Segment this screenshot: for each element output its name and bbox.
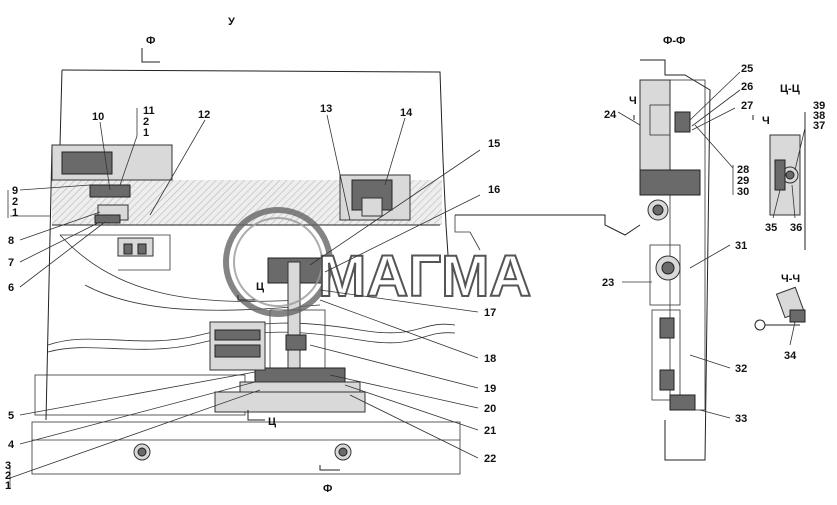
section-tsts (769, 112, 806, 250)
view-label-u: У (228, 16, 235, 28)
part-18: 18 (484, 353, 496, 365)
part-21: 21 (484, 425, 496, 437)
part-5: 5 (8, 410, 14, 422)
cut-mark-ch-left: Ч (629, 95, 637, 107)
part-10: 10 (92, 111, 104, 123)
main-view: МАГМА (31, 69, 532, 475)
part-7: 7 (8, 257, 14, 269)
part-14: 14 (400, 107, 413, 119)
part-22: 22 (484, 453, 496, 465)
labels: У Ф-Ф Ц-Ц Ч-Ч Ф Ф Ц Ц Ч Ч 9 2 1 11 2 1 3… (5, 16, 825, 495)
stack-right-39: 39 (813, 100, 825, 112)
stack-top-11: 11 (143, 105, 155, 117)
stack-bottom-3: 3 (5, 460, 11, 472)
section-chch (754, 286, 806, 331)
part-6: 6 (8, 282, 14, 294)
part-36: 36 (790, 222, 802, 234)
stack-left-2: 2 (12, 196, 18, 208)
part-27: 27 (741, 100, 753, 112)
watermark-text: МАГМА (318, 244, 531, 309)
part-13: 13 (320, 103, 332, 115)
part-26: 26 (741, 81, 753, 93)
cut-mark-ts-mid: Ц (256, 281, 264, 293)
part-4: 4 (8, 439, 15, 451)
stack-bottom-2: 2 (5, 470, 11, 482)
section-label-chch: Ч-Ч (781, 273, 800, 285)
stack-right-37: 37 (813, 120, 825, 132)
stack-right-30: 30 (737, 186, 749, 198)
part-17: 17 (484, 307, 496, 319)
stack-left-9: 9 (12, 185, 18, 197)
part-31: 31 (735, 240, 747, 252)
part-24: 24 (604, 109, 617, 121)
cut-mark-ch-right: Ч (762, 115, 770, 127)
section-label-ff: Ф-Ф (663, 35, 685, 47)
part-12: 12 (198, 109, 210, 121)
stack-left-1: 1 (12, 207, 18, 219)
part-23: 23 (602, 277, 614, 289)
part-8: 8 (8, 235, 14, 247)
part-19: 19 (484, 383, 496, 395)
cut-mark-f-top: Ф (146, 35, 155, 47)
part-20: 20 (484, 403, 496, 415)
stack-bottom-1: 1 (5, 480, 11, 492)
part-25: 25 (741, 63, 753, 75)
section-ff (454, 59, 711, 461)
stack-right-28: 28 (737, 164, 749, 176)
part-15: 15 (488, 138, 500, 150)
part-34: 34 (784, 350, 797, 362)
stack-top-1: 1 (143, 127, 149, 139)
part-35: 35 (765, 222, 777, 234)
stack-right-38: 38 (813, 110, 825, 122)
watermark-gear-icon (223, 207, 333, 317)
part-33: 33 (735, 413, 747, 425)
part-16: 16 (488, 184, 500, 196)
leader-lines (7, 48, 806, 488)
stack-right-29: 29 (737, 175, 749, 187)
cut-mark-ts-bottom: Ц (268, 416, 276, 428)
stack-top-2: 2 (143, 116, 149, 128)
section-label-tsts: Ц-Ц (780, 83, 800, 95)
part-32: 32 (735, 363, 747, 375)
cut-mark-f-bottom: Ф (323, 483, 332, 495)
